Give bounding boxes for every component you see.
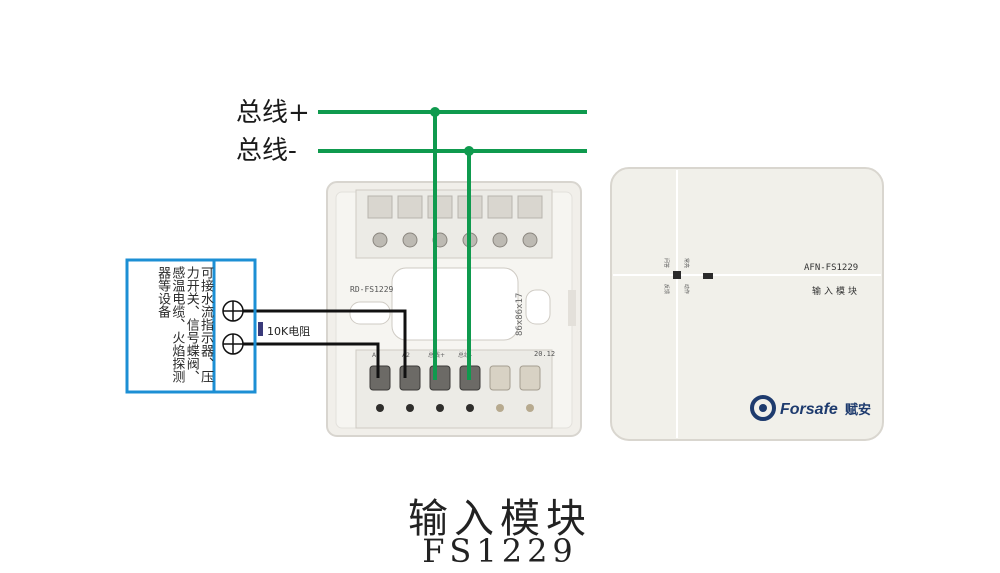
device-wires <box>238 309 407 378</box>
caption-model: FS1229 <box>422 532 578 570</box>
brand-name-cn: 赋安 <box>845 402 871 418</box>
indicator-led-1 <box>673 271 681 279</box>
terminal-a1-label: A1 <box>372 352 380 359</box>
indicator-label-2: 常亮 <box>683 258 690 268</box>
base-date-text: 20.12 <box>534 350 555 358</box>
indicator-label-1: 问答 <box>663 258 670 268</box>
terminal-1-icon <box>222 300 244 322</box>
bus-plus-label: 总线+ <box>236 98 310 128</box>
resistor-label: 10K电阻 <box>267 325 311 338</box>
bus-minus-label: 总线- <box>236 136 297 166</box>
indicator-label-4: 动作 <box>683 284 690 294</box>
base-module: RD-FS1229 86x86x17 20.12 A1 A2 总线+ 总线- <box>326 181 582 437</box>
resistor-symbol <box>258 322 263 336</box>
brand-name: Forsafe <box>780 401 838 418</box>
forsafe-logo-icon <box>750 395 776 421</box>
caption-title: 输入模块 <box>408 496 592 542</box>
indicator-led-2 <box>703 273 713 279</box>
base-model-text: RD-FS1229 <box>350 285 394 294</box>
bus-plus-junction <box>430 107 440 117</box>
device-frame <box>125 258 257 394</box>
bus-minus-junction <box>464 146 474 156</box>
indicator-label-3: 反馈 <box>663 284 670 294</box>
bus-wires <box>318 110 587 380</box>
cover-model-text: AFN-FS1229 <box>804 263 858 273</box>
base-size-text: 86x86x17 <box>515 293 525 336</box>
terminal-2-icon <box>222 333 244 355</box>
cover-name-text: 输入模块 <box>812 285 860 297</box>
terminal-bus-minus-label: 总线- <box>458 351 472 359</box>
cover-module: 问答 常亮 反馈 动作 AFN-FS1229 输入模块 Forsafe 赋安 <box>610 167 884 441</box>
device-description: 可接水流指示器、压力开关、信号蝶阀、感温电缆、火焰探测器等设备 <box>155 266 213 383</box>
